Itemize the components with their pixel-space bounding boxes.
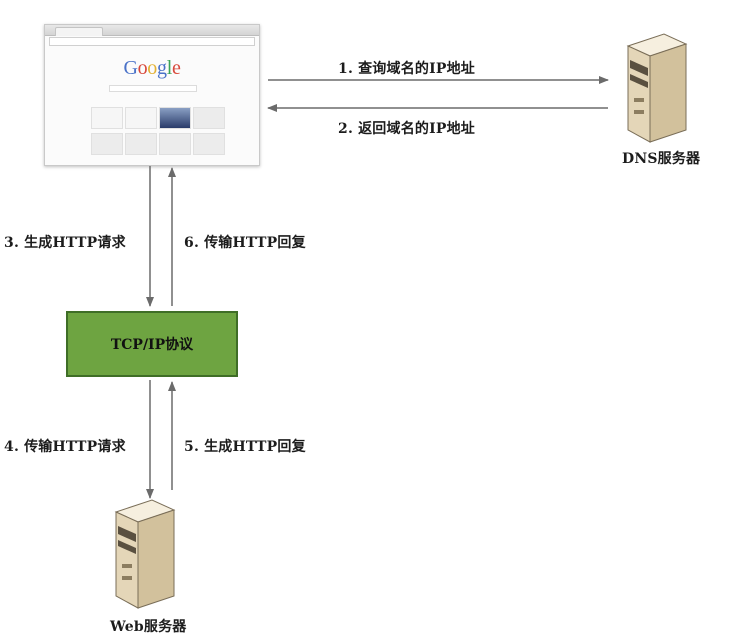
thumbnail — [193, 107, 225, 129]
thumbnail — [125, 107, 157, 129]
web-server-icon — [114, 499, 176, 609]
step-6-label: 6. 传输HTTP回复 — [184, 235, 306, 251]
dns-server-icon — [626, 33, 688, 143]
dns-server-label: DNS服务器 — [622, 151, 701, 167]
thumbnail — [159, 133, 191, 155]
thumbnail — [91, 107, 123, 129]
tcp-ip-label: TCP/IP协议 — [110, 337, 194, 353]
google-logo: Google — [123, 57, 181, 79]
step-4-label: 4. 传输HTTP请求 — [4, 439, 126, 455]
browser-title-bar — [45, 25, 259, 36]
step-3-label: 3. 生成HTTP请求 — [4, 235, 126, 251]
step-2-label: 2. 返回域名的IP地址 — [338, 121, 475, 137]
step-1-label: 1. 查询域名的IP地址 — [338, 61, 475, 77]
step-5-label: 5. 生成HTTP回复 — [184, 439, 306, 455]
browser-tab — [55, 27, 103, 36]
browser-address-bar — [49, 37, 255, 46]
browser-window: Google — [44, 24, 260, 166]
tcp-ip-box: TCP/IP协议 — [66, 311, 238, 377]
thumbnail — [91, 133, 123, 155]
web-server-label: Web服务器 — [110, 619, 187, 635]
browser-search-box — [109, 85, 197, 92]
thumbnail — [125, 133, 157, 155]
thumbnail — [159, 107, 191, 129]
thumbnail — [193, 133, 225, 155]
